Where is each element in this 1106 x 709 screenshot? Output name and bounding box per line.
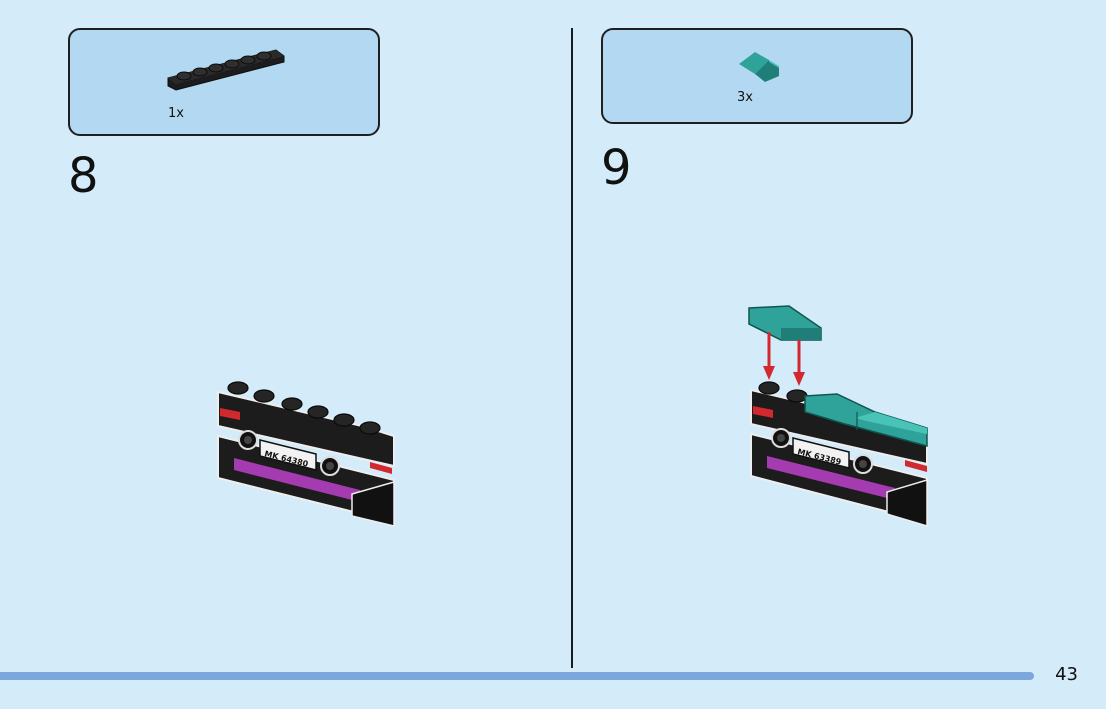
part-quantity: 3x — [737, 90, 753, 105]
page-divider — [571, 28, 573, 668]
page-number: 43 — [1055, 664, 1078, 685]
step-8-panel: 1x 8 MK 64380 — [0, 0, 572, 680]
teal-slope-brick-icon — [739, 52, 779, 82]
parts-callout-step-9: 3x — [601, 28, 913, 124]
part-quantity: 1x — [168, 106, 184, 121]
step-8-build-model: MK 64380 — [217, 381, 395, 527]
step-9-build-model: MK 63389 — [748, 305, 928, 528]
page-footer-bar — [0, 672, 1034, 680]
parts-callout-step-8: 1x — [68, 28, 380, 136]
step-9-panel: 3x 9 — [573, 0, 1106, 680]
step-number: 8 — [68, 148, 99, 204]
step-number: 9 — [601, 140, 632, 196]
black-1x6-plate-icon — [167, 49, 285, 91]
